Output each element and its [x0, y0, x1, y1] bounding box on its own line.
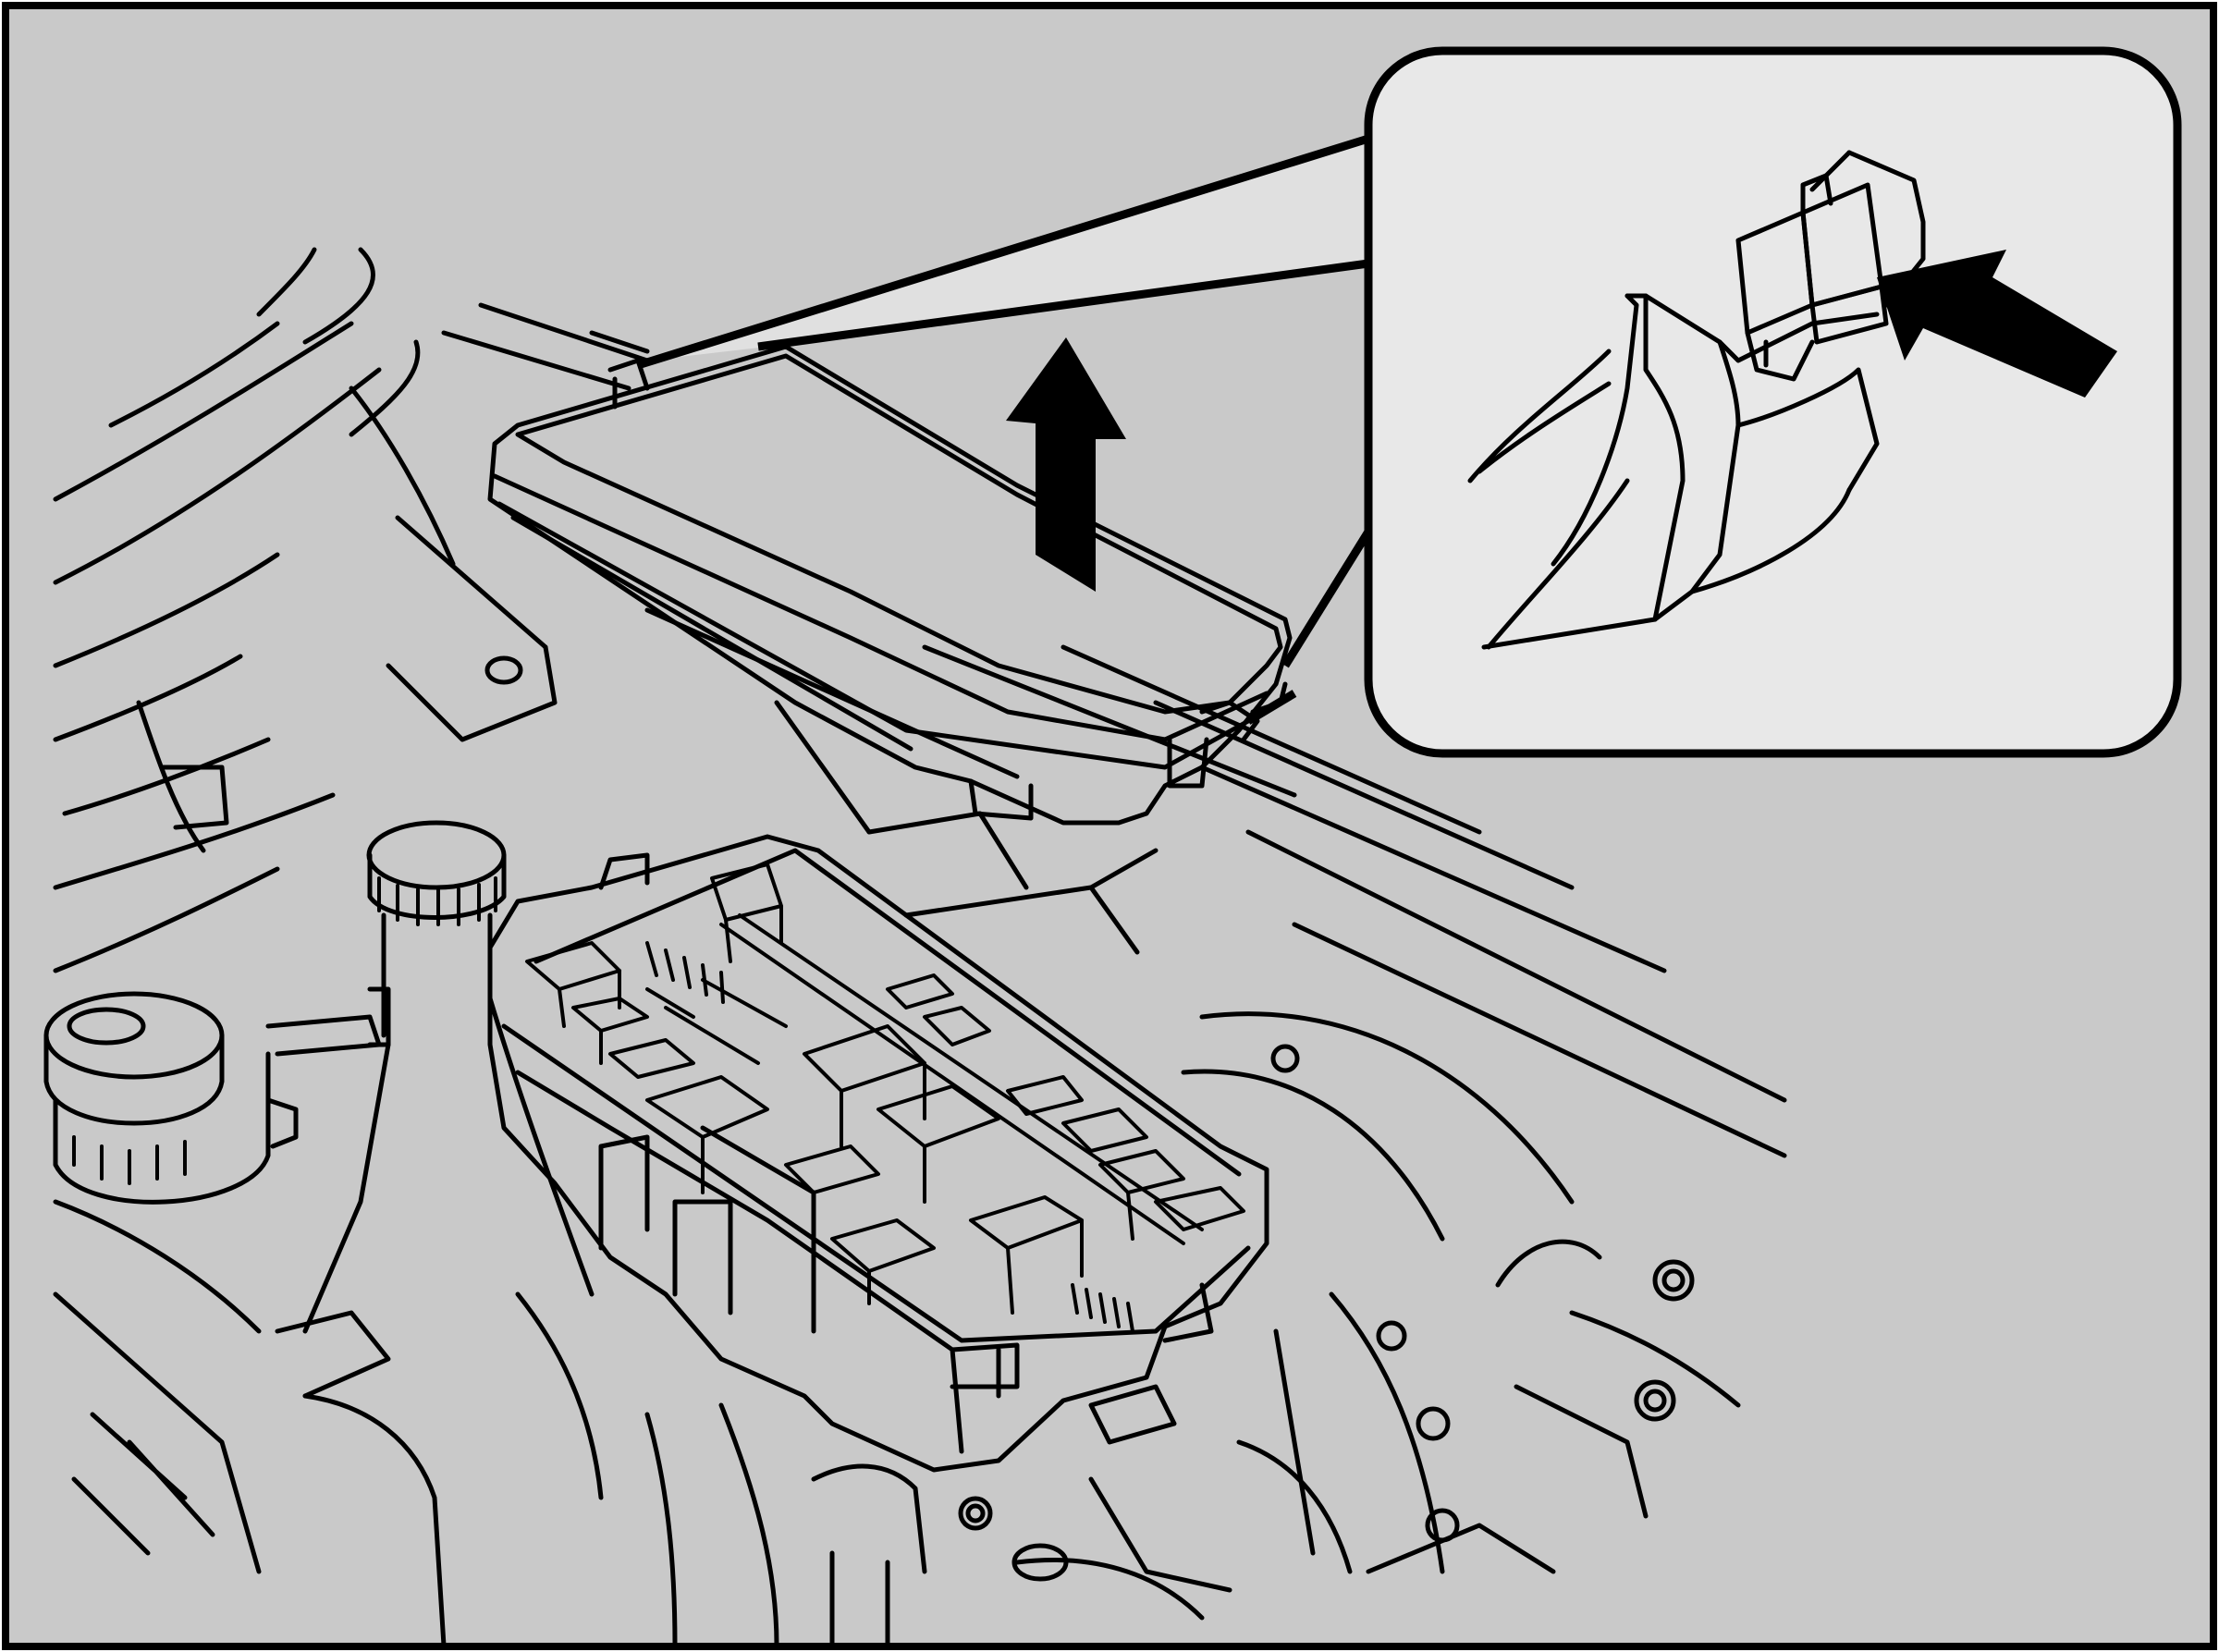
fuse-box-base	[487, 834, 1269, 1473]
callout-box	[1364, 46, 2182, 758]
fuse-box-lid	[487, 344, 1293, 826]
engine-bay-linework	[43, 247, 1787, 1648]
lift-up-arrow-icon	[1006, 337, 1126, 592]
press-tab-arrow-icon	[1877, 250, 2117, 398]
